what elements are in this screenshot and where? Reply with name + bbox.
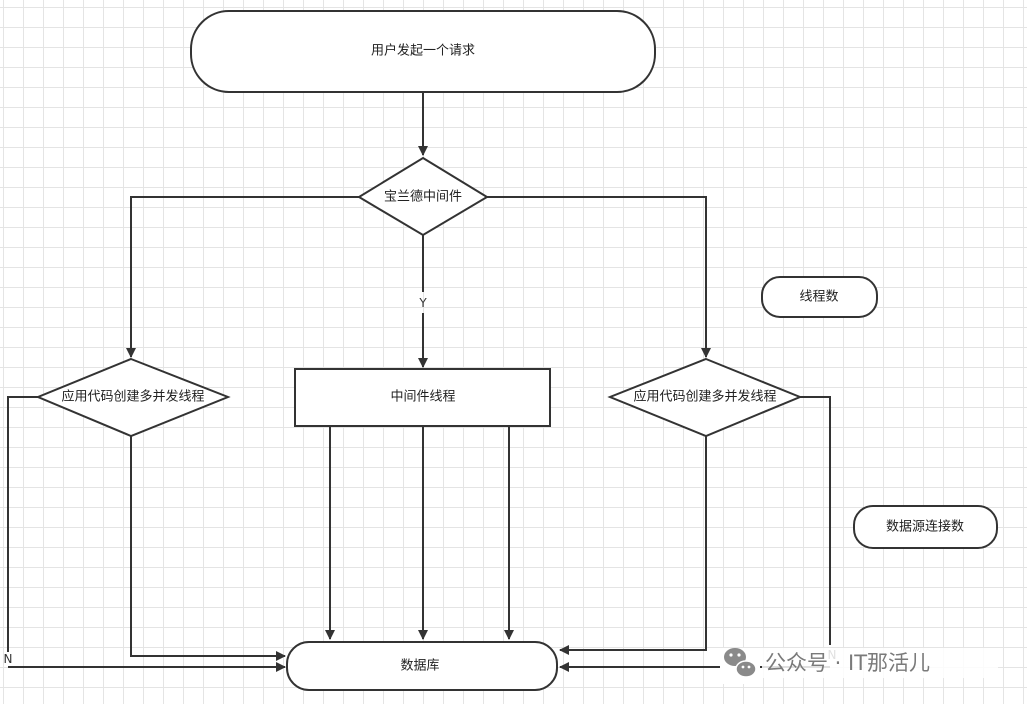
edge-left-no-branch bbox=[7, 396, 38, 652]
database-label: 数据库 bbox=[400, 658, 439, 674]
app-right-label: 应用代码创建多并发线程 bbox=[633, 389, 776, 405]
edge-middleware-to-left-decision bbox=[126, 196, 359, 358]
node-start: 用户发起一个请求 bbox=[190, 10, 656, 93]
edge-label-no-left: N bbox=[4, 652, 13, 666]
edge-label-yes: Y bbox=[418, 296, 427, 310]
edge-right-decision-to-database bbox=[559, 436, 707, 655]
app-left-label: 应用代码创建多并发线程 bbox=[61, 389, 204, 405]
thread-count-label: 线程数 bbox=[799, 290, 838, 305]
node-app-left: 应用代码创建多并发线程 bbox=[35, 357, 231, 438]
node-app-right: 应用代码创建多并发线程 bbox=[607, 357, 803, 438]
edge-right-no-branch bbox=[800, 396, 831, 645]
database-terminal-shape bbox=[286, 641, 558, 691]
edge-left-decision-to-database bbox=[130, 436, 286, 661]
mw-thread-process-shape bbox=[294, 368, 551, 427]
node-thread-count: 线程数 bbox=[761, 276, 878, 318]
ds-conn-label: 数据源连接数 bbox=[886, 519, 964, 535]
node-middleware: 宝兰德中间件 bbox=[357, 156, 489, 237]
node-ds-conn: 数据源连接数 bbox=[853, 505, 998, 549]
app-right-decision-shape bbox=[607, 357, 803, 438]
edges bbox=[7, 93, 831, 672]
edge-middleware-to-right-decision bbox=[487, 196, 711, 358]
middleware-decision-shape bbox=[357, 156, 489, 237]
watermark: 公众号 · IT那活儿 bbox=[720, 648, 998, 684]
start-terminal-shape bbox=[190, 10, 656, 93]
watermark-text: 公众号 · IT那活儿 bbox=[765, 651, 930, 675]
node-mw-thread: 中间件线程 bbox=[294, 368, 551, 427]
mw-thread-label: 中间件线程 bbox=[390, 390, 455, 405]
thread-count-shape bbox=[761, 276, 878, 318]
middleware-label: 宝兰德中间件 bbox=[384, 190, 462, 205]
ds-conn-shape bbox=[853, 505, 998, 549]
start-label: 用户发起一个请求 bbox=[371, 43, 475, 59]
wechat-icon bbox=[720, 648, 760, 684]
node-database: 数据库 bbox=[286, 641, 558, 691]
app-left-decision-shape bbox=[35, 357, 231, 438]
